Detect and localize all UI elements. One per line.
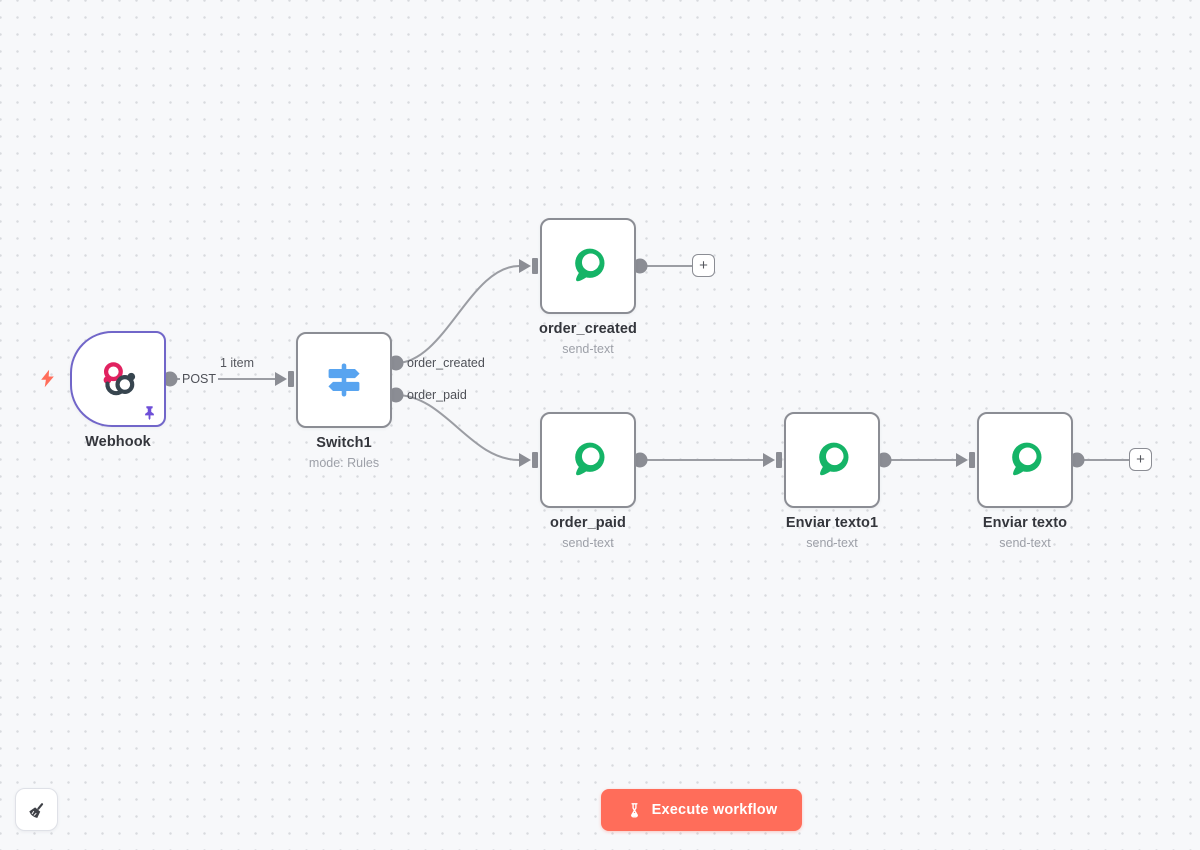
execute-workflow-label: Execute workflow: [651, 802, 778, 818]
node-enviar-texto-label: Enviar texto: [982, 515, 1068, 531]
node-enviar-texto1[interactable]: [784, 412, 880, 508]
pin-icon: [145, 406, 154, 420]
plus-icon: +: [1136, 451, 1145, 468]
node-enviar-texto1-label: Enviar texto1: [785, 515, 879, 531]
execute-workflow-button[interactable]: Execute workflow: [601, 789, 802, 831]
node-enviar-texto-caption: Enviar texto send-text: [925, 515, 1125, 550]
connection-items-count: 1 item: [219, 356, 255, 370]
chat-bubble-icon: [1012, 442, 1042, 476]
chat-bubble-icon: [575, 442, 605, 476]
node-order-created-label: order_created: [538, 321, 637, 337]
node-webhook[interactable]: [70, 331, 166, 427]
node-order-paid[interactable]: [540, 412, 636, 508]
node-order-created-caption: order_created send-text: [488, 321, 688, 356]
node-enviar-texto-subtitle: send-text: [999, 536, 1051, 550]
node-enviar-texto1-subtitle: send-text: [806, 536, 858, 550]
switch-output-label-1: order_paid: [407, 388, 467, 402]
switch-output-label-0: order_created: [407, 356, 485, 370]
node-order-created[interactable]: [540, 218, 636, 314]
tidy-up-button[interactable]: [15, 788, 58, 831]
webhook-icon: [103, 362, 136, 396]
node-switch1-label: Switch1: [316, 435, 372, 451]
chat-bubble-icon: [575, 248, 605, 282]
node-order-paid-caption: order_paid send-text: [488, 515, 688, 550]
lightning-icon: [41, 369, 54, 388]
node-switch1-subtitle: mode: Rules: [308, 456, 380, 470]
node-order-paid-subtitle: send-text: [562, 536, 614, 550]
node-webhook-caption: Webhook: [18, 434, 218, 450]
node-enviar-texto[interactable]: [977, 412, 1073, 508]
node-switch1-caption: Switch1 mode: Rules: [244, 435, 444, 470]
connection-switch-order-created[interactable]: [395, 265, 520, 364]
add-node-button[interactable]: +: [1129, 448, 1152, 471]
connection-switch-order-paid[interactable]: [395, 394, 520, 461]
flask-icon: [630, 802, 638, 817]
plus-icon: +: [699, 257, 708, 274]
switch-icon: [328, 363, 360, 397]
webhook-output-label: POST: [180, 372, 219, 387]
add-node-button[interactable]: +: [692, 254, 715, 277]
node-switch1[interactable]: [296, 332, 392, 428]
node-webhook-label: Webhook: [85, 434, 151, 450]
node-order-paid-label: order_paid: [550, 515, 626, 531]
chat-bubble-icon: [819, 442, 849, 476]
node-order-created-subtitle: send-text: [562, 342, 614, 356]
node-enviar-texto1-caption: Enviar texto1 send-text: [732, 515, 932, 550]
broom-icon: [28, 802, 43, 818]
